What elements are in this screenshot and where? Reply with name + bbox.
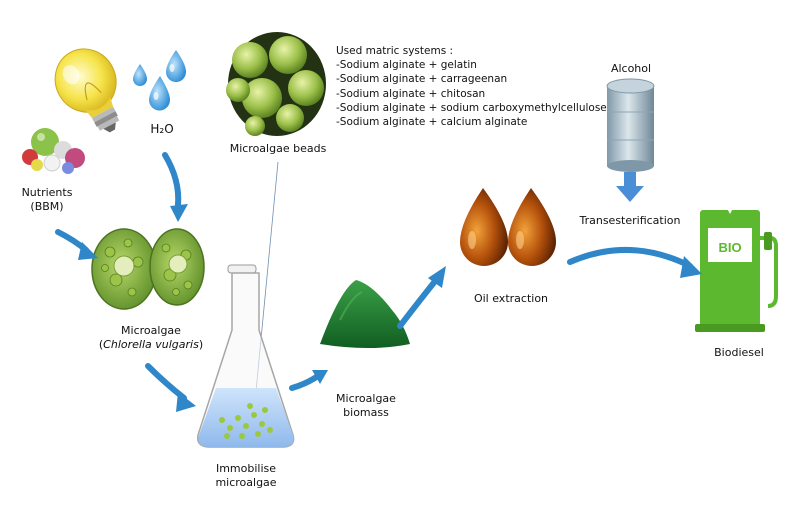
- arrow-flask-to-biomass: [289, 373, 321, 391]
- microalgae-cells-illustration: [91, 228, 205, 310]
- matrix-item: -Sodium alginate + chitosan: [336, 87, 486, 100]
- matrix-systems-list: Used matric systems : -Sodium alginate +…: [336, 44, 607, 129]
- immobilise-label: Immobilise microalgae: [196, 462, 296, 490]
- oil-drops-icon: [460, 188, 556, 266]
- matrix-item: -Sodium alginate + carrageenan: [336, 73, 508, 86]
- matrix-item: -Sodium alginate + calcium alginate: [336, 116, 528, 129]
- arrow-alcohol-down: [616, 172, 644, 202]
- biodiesel-pump-icon: BIO: [695, 198, 778, 332]
- matrix-item: -Sodium alginate + sodium carboxymethylc…: [336, 101, 607, 114]
- arrowhead-water: [170, 204, 188, 222]
- arrowhead-flask: [312, 370, 328, 384]
- arrowhead-nutrients: [78, 242, 98, 260]
- arrowhead-oil: [680, 256, 702, 278]
- biomass-label-line2: biomass: [343, 406, 389, 419]
- biomass-label: Microalgae biomass: [316, 392, 416, 420]
- nutrients-label: Nutrients (BBM): [2, 186, 92, 214]
- microalgae-biomass-icon: [320, 280, 410, 348]
- microalgae-label: Microalgae (Chlorella vulgaris): [86, 324, 216, 352]
- arrow-water-to-cells: [162, 152, 182, 208]
- microalgae-beads-photo: [226, 32, 326, 136]
- arrow-biomass-to-oil: [397, 277, 439, 329]
- transesterification-label: Transesterification: [579, 214, 681, 227]
- immobilise-label-line1: Immobilise: [215, 462, 277, 475]
- microalgae-label-line2: (Chlorella vulgaris): [86, 338, 216, 352]
- microalgae-label-line1: Microalgae: [121, 324, 181, 337]
- oil-extraction-label: Oil extraction: [473, 292, 549, 305]
- arrow-oil-to-biodiesel: [567, 247, 693, 269]
- arrowhead-cells: [176, 392, 196, 412]
- alcohol-barrel-icon: [606, 78, 655, 172]
- paren-close: ): [198, 338, 204, 351]
- nutrients-label-line1: Nutrients: [21, 186, 73, 199]
- alcohol-label: Alcohol: [610, 62, 652, 75]
- bio-badge-text: BIO: [718, 240, 741, 255]
- light-bulb-icon: [54, 48, 120, 133]
- matrix-title: Used matric systems :: [336, 45, 454, 57]
- nutrients-label-line2: (BBM): [30, 200, 64, 213]
- nutrients-icon: [22, 128, 85, 174]
- species-name: Chlorella vulgaris: [103, 338, 199, 351]
- water-label: H₂O: [150, 122, 174, 136]
- biomass-label-line1: Microalgae: [336, 392, 396, 405]
- microalgae-beads-label: Microalgae beads: [229, 142, 327, 155]
- arrowhead-biomass: [428, 266, 446, 288]
- erlenmeyer-flask-icon: [196, 264, 295, 448]
- water-drops-icon: [133, 50, 186, 111]
- immobilise-label-line2: microalgae: [215, 476, 277, 489]
- matrix-item: -Sodium alginate + gelatin: [336, 59, 477, 72]
- biodiesel-label: Biodiesel: [714, 346, 764, 359]
- paren-open: (: [98, 338, 104, 351]
